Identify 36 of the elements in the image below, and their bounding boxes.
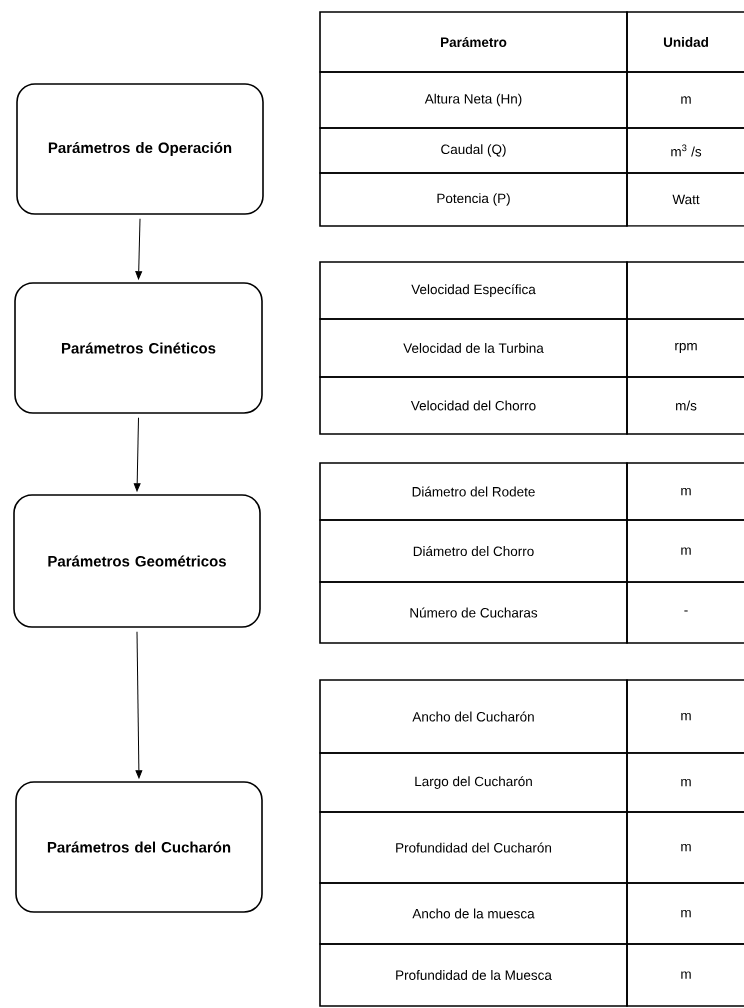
process-box: Parámetros Cinéticos — [14, 282, 263, 414]
table-cell: Profundidad del Cucharón — [319, 811, 628, 884]
table-cell: Largo del Cucharón — [319, 752, 628, 813]
table-cell: Velocidad de la Turbina — [319, 318, 628, 378]
table-cell: m$^{3}$ /s — [626, 127, 744, 174]
table-cell: m — [626, 943, 744, 1007]
table-cell: Diámetro del Rodete — [319, 462, 628, 521]
table-cell: Ancho del Cucharón — [319, 679, 628, 754]
arrow — [135, 631, 143, 779]
table-cell: m — [626, 752, 744, 813]
table-cell: Velocidad Específica — [319, 261, 628, 320]
table-header-cell: Unidad — [626, 11, 744, 73]
table-cell: Velocidad del Chorro — [319, 376, 628, 435]
table-cell: Ancho de la muesca — [319, 882, 628, 945]
table-cell: Potencia (P) — [319, 172, 628, 227]
table-cell: Watt — [626, 172, 744, 227]
process-box: Parámetros del Cucharón — [15, 781, 263, 913]
table-cell: Altura Neta (Hn) — [319, 71, 628, 129]
table-cell: m — [626, 519, 744, 583]
table-header-cell: Parámetro — [319, 11, 628, 73]
table-cell: m — [626, 679, 744, 754]
arrow — [133, 417, 141, 492]
table-cell: Profundidad de la Muesca — [319, 943, 628, 1007]
table-cell: Caudal (Q) — [319, 127, 628, 174]
arrow — [135, 218, 143, 280]
table-cell: Diámetro del Chorro — [319, 519, 628, 583]
table-cell: m — [626, 71, 744, 129]
table-cell: m — [626, 811, 744, 884]
table-cell: m — [626, 462, 744, 521]
table-cell: m/s — [626, 376, 744, 435]
table-cell: rpm — [626, 318, 744, 378]
table-cell: m — [626, 882, 744, 945]
process-box: Parámetros de Operación — [16, 83, 264, 215]
table-cell: - — [626, 581, 744, 644]
process-box: Parámetros Geométricos — [13, 494, 261, 628]
table-cell: Número de Cucharas — [319, 581, 628, 644]
